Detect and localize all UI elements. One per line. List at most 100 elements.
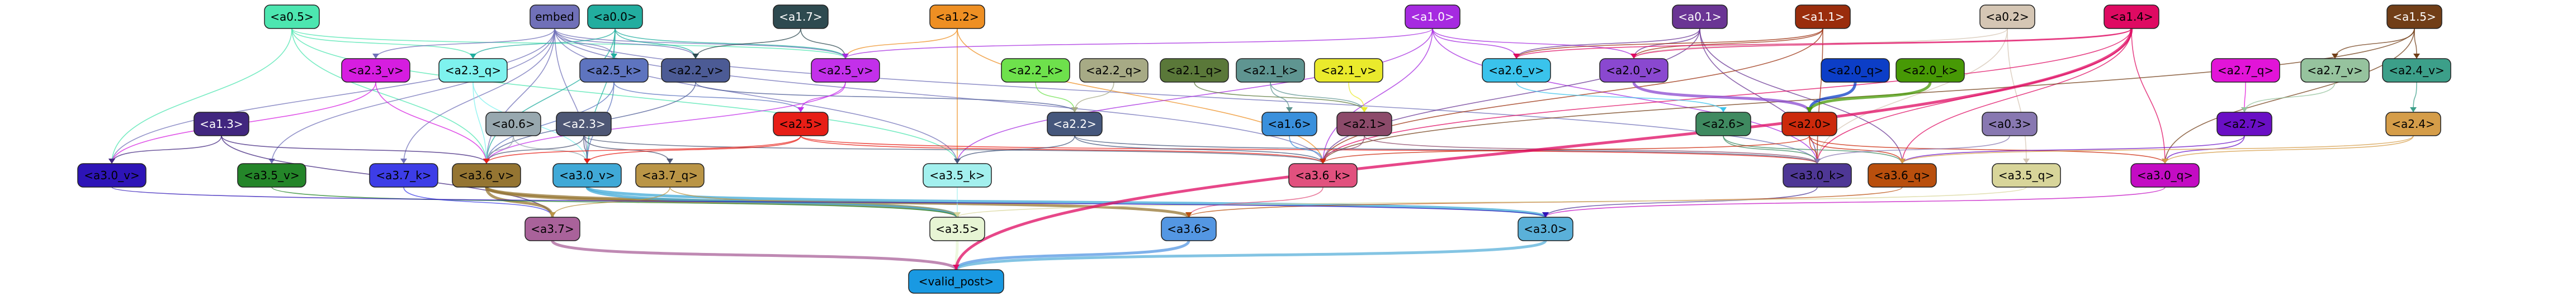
node-box-a3-0-v[interactable] <box>77 163 146 188</box>
node-a3-7[interactable]: <a3.7> <box>524 217 580 241</box>
node-box-a1-3[interactable] <box>193 112 249 136</box>
node-box-a2-1-k[interactable] <box>1236 58 1305 83</box>
node-box-a3-0[interactable] <box>1518 217 1573 241</box>
node-box-a3-5-v[interactable] <box>237 163 306 188</box>
node-box-a2-3-q[interactable] <box>438 58 508 83</box>
node-box-a0-0[interactable] <box>587 4 643 29</box>
node-a3-0-q[interactable]: <a3.0_q> <box>2130 163 2200 188</box>
node-box-a2-0[interactable] <box>1781 112 1837 136</box>
node-a1-1[interactable]: <a1.1> <box>1795 4 1851 29</box>
node-a2-1-v[interactable]: <a2.1_v> <box>1314 58 1383 83</box>
node-box-a2-3-v[interactable] <box>341 58 410 83</box>
node-box-a0-5[interactable] <box>264 4 320 29</box>
node-box-a2-5-v[interactable] <box>811 58 880 83</box>
node-a2-2-v[interactable]: <a2.2_v> <box>661 58 730 83</box>
node-valid-post[interactable]: <valid_post> <box>908 269 1004 294</box>
node-box-a2-7[interactable] <box>2216 112 2272 136</box>
node-box-a0-6[interactable] <box>485 112 541 136</box>
node-a2-3[interactable]: <a2.3> <box>556 112 612 136</box>
node-a2-4-v[interactable]: <a2.4_v> <box>2382 58 2451 83</box>
node-box-a2-2[interactable] <box>1047 112 1103 136</box>
node-box-a2-0-v[interactable] <box>1599 58 1669 83</box>
node-a1-4[interactable]: <a1.4> <box>2104 4 2159 29</box>
node-box-a2-2-v[interactable] <box>661 58 730 83</box>
node-box-a1-4[interactable] <box>2104 4 2159 29</box>
node-a2-4[interactable]: <a2.4> <box>2385 112 2441 136</box>
node-box-a2-6-v[interactable] <box>1482 58 1551 83</box>
node-box-a2-0-k[interactable] <box>1896 58 1965 83</box>
node-a2-5-k[interactable]: <a2.5_k> <box>579 58 649 83</box>
node-a3-5[interactable]: <a3.5> <box>929 217 985 241</box>
node-box-a3-6-k[interactable] <box>1288 163 1358 188</box>
node-box-a3-7-q[interactable] <box>635 163 705 188</box>
node-box-a3-7-k[interactable] <box>369 163 438 188</box>
node-a2-2[interactable]: <a2.2> <box>1047 112 1103 136</box>
node-a0-0[interactable]: <a0.0> <box>587 4 643 29</box>
node-a2-5[interactable]: <a2.5> <box>773 112 829 136</box>
node-a0-2[interactable]: <a0.2> <box>1979 4 2035 29</box>
node-a3-0-v[interactable]: <a3.0_v> <box>77 163 146 188</box>
node-box-a1-2[interactable] <box>929 4 985 29</box>
node-box-a2-1[interactable] <box>1336 112 1392 136</box>
node-box-a1-0[interactable] <box>1405 4 1460 29</box>
node-box-a2-6[interactable] <box>1695 112 1751 136</box>
node-box-a2-3[interactable] <box>556 112 612 136</box>
node-box-a2-0-q[interactable] <box>1821 58 1890 83</box>
node-a0-3[interactable]: <a0.3> <box>1982 112 2038 136</box>
node-box-a2-1-q[interactable] <box>1160 58 1229 83</box>
node-box-a1-7[interactable] <box>773 4 829 29</box>
node-box-a2-1-v[interactable] <box>1314 58 1383 83</box>
node-a1-2[interactable]: <a1.2> <box>929 4 985 29</box>
node-a0-6[interactable]: <a0.6> <box>485 112 541 136</box>
node-a2-1-q[interactable]: <a2.1_q> <box>1160 58 1229 83</box>
node-a1-6[interactable]: <a1.6> <box>1261 112 1317 136</box>
node-box-a2-2-k[interactable] <box>1001 58 1070 83</box>
node-box-a1-1[interactable] <box>1795 4 1851 29</box>
node-a3-6-k[interactable]: <a3.6_k> <box>1288 163 1358 188</box>
node-a2-0[interactable]: <a2.0> <box>1781 112 1837 136</box>
node-a2-2-q[interactable]: <a2.2_q> <box>1079 58 1148 83</box>
node-a2-1[interactable]: <a2.1> <box>1336 112 1392 136</box>
node-a3-6-q[interactable]: <a3.6_q> <box>1868 163 1937 188</box>
node-a3-7-k[interactable]: <a3.7_k> <box>369 163 438 188</box>
node-a2-0-k[interactable]: <a2.0_k> <box>1896 58 1965 83</box>
node-a2-7-v[interactable]: <a2.7_v> <box>2300 58 2370 83</box>
node-box-a3-0-q[interactable] <box>2130 163 2200 188</box>
node-a3-6[interactable]: <a3.6> <box>1161 217 1217 241</box>
node-a2-3-q[interactable]: <a2.3_q> <box>438 58 508 83</box>
node-a2-0-q[interactable]: <a2.0_q> <box>1821 58 1890 83</box>
node-a1-0[interactable]: <a1.0> <box>1405 4 1460 29</box>
node-a3-5-v[interactable]: <a3.5_v> <box>237 163 306 188</box>
node-a0-1[interactable]: <a0.1> <box>1672 4 1728 29</box>
node-box-a2-4[interactable] <box>2385 112 2441 136</box>
node-box-a3-6-q[interactable] <box>1868 163 1937 188</box>
node-a2-3-v[interactable]: <a2.3_v> <box>341 58 410 83</box>
node-box-a3-6[interactable] <box>1161 217 1217 241</box>
node-box-a3-0-v[interactable] <box>552 163 622 188</box>
node-a3-7-q[interactable]: <a3.7_q> <box>635 163 705 188</box>
node-box-embed[interactable] <box>530 4 580 29</box>
node-box-a0-3[interactable] <box>1982 112 2038 136</box>
node-embed[interactable]: embed <box>530 4 580 29</box>
node-a2-0-v[interactable]: <a2.0_v> <box>1599 58 1669 83</box>
node-a1-7[interactable]: <a1.7> <box>773 4 829 29</box>
node-a2-2-k[interactable]: <a2.2_k> <box>1001 58 1070 83</box>
node-box-a3-5[interactable] <box>929 217 985 241</box>
node-a3-0-k[interactable]: <a3.0_k> <box>1783 163 1852 188</box>
node-a2-5-v[interactable]: <a2.5_v> <box>811 58 880 83</box>
node-box-a1-5[interactable] <box>2386 4 2442 29</box>
node-a3-0-v[interactable]: <a3.0_v> <box>552 163 622 188</box>
node-a3-0[interactable]: <a3.0> <box>1518 217 1573 241</box>
node-box-a2-7-q[interactable] <box>2211 58 2280 83</box>
node-box-a3-6-v[interactable] <box>452 163 521 188</box>
node-box-a1-6[interactable] <box>1261 112 1317 136</box>
node-box-a3-7[interactable] <box>524 217 580 241</box>
node-box-a0-1[interactable] <box>1672 4 1728 29</box>
node-a1-5[interactable]: <a1.5> <box>2386 4 2442 29</box>
node-box-a3-0-k[interactable] <box>1783 163 1852 188</box>
node-box-a2-4-v[interactable] <box>2382 58 2451 83</box>
node-box-a2-2-q[interactable] <box>1079 58 1148 83</box>
node-box-a3-5-k[interactable] <box>923 163 992 188</box>
node-box-a2-5[interactable] <box>773 112 829 136</box>
node-a2-6-v[interactable]: <a2.6_v> <box>1482 58 1551 83</box>
